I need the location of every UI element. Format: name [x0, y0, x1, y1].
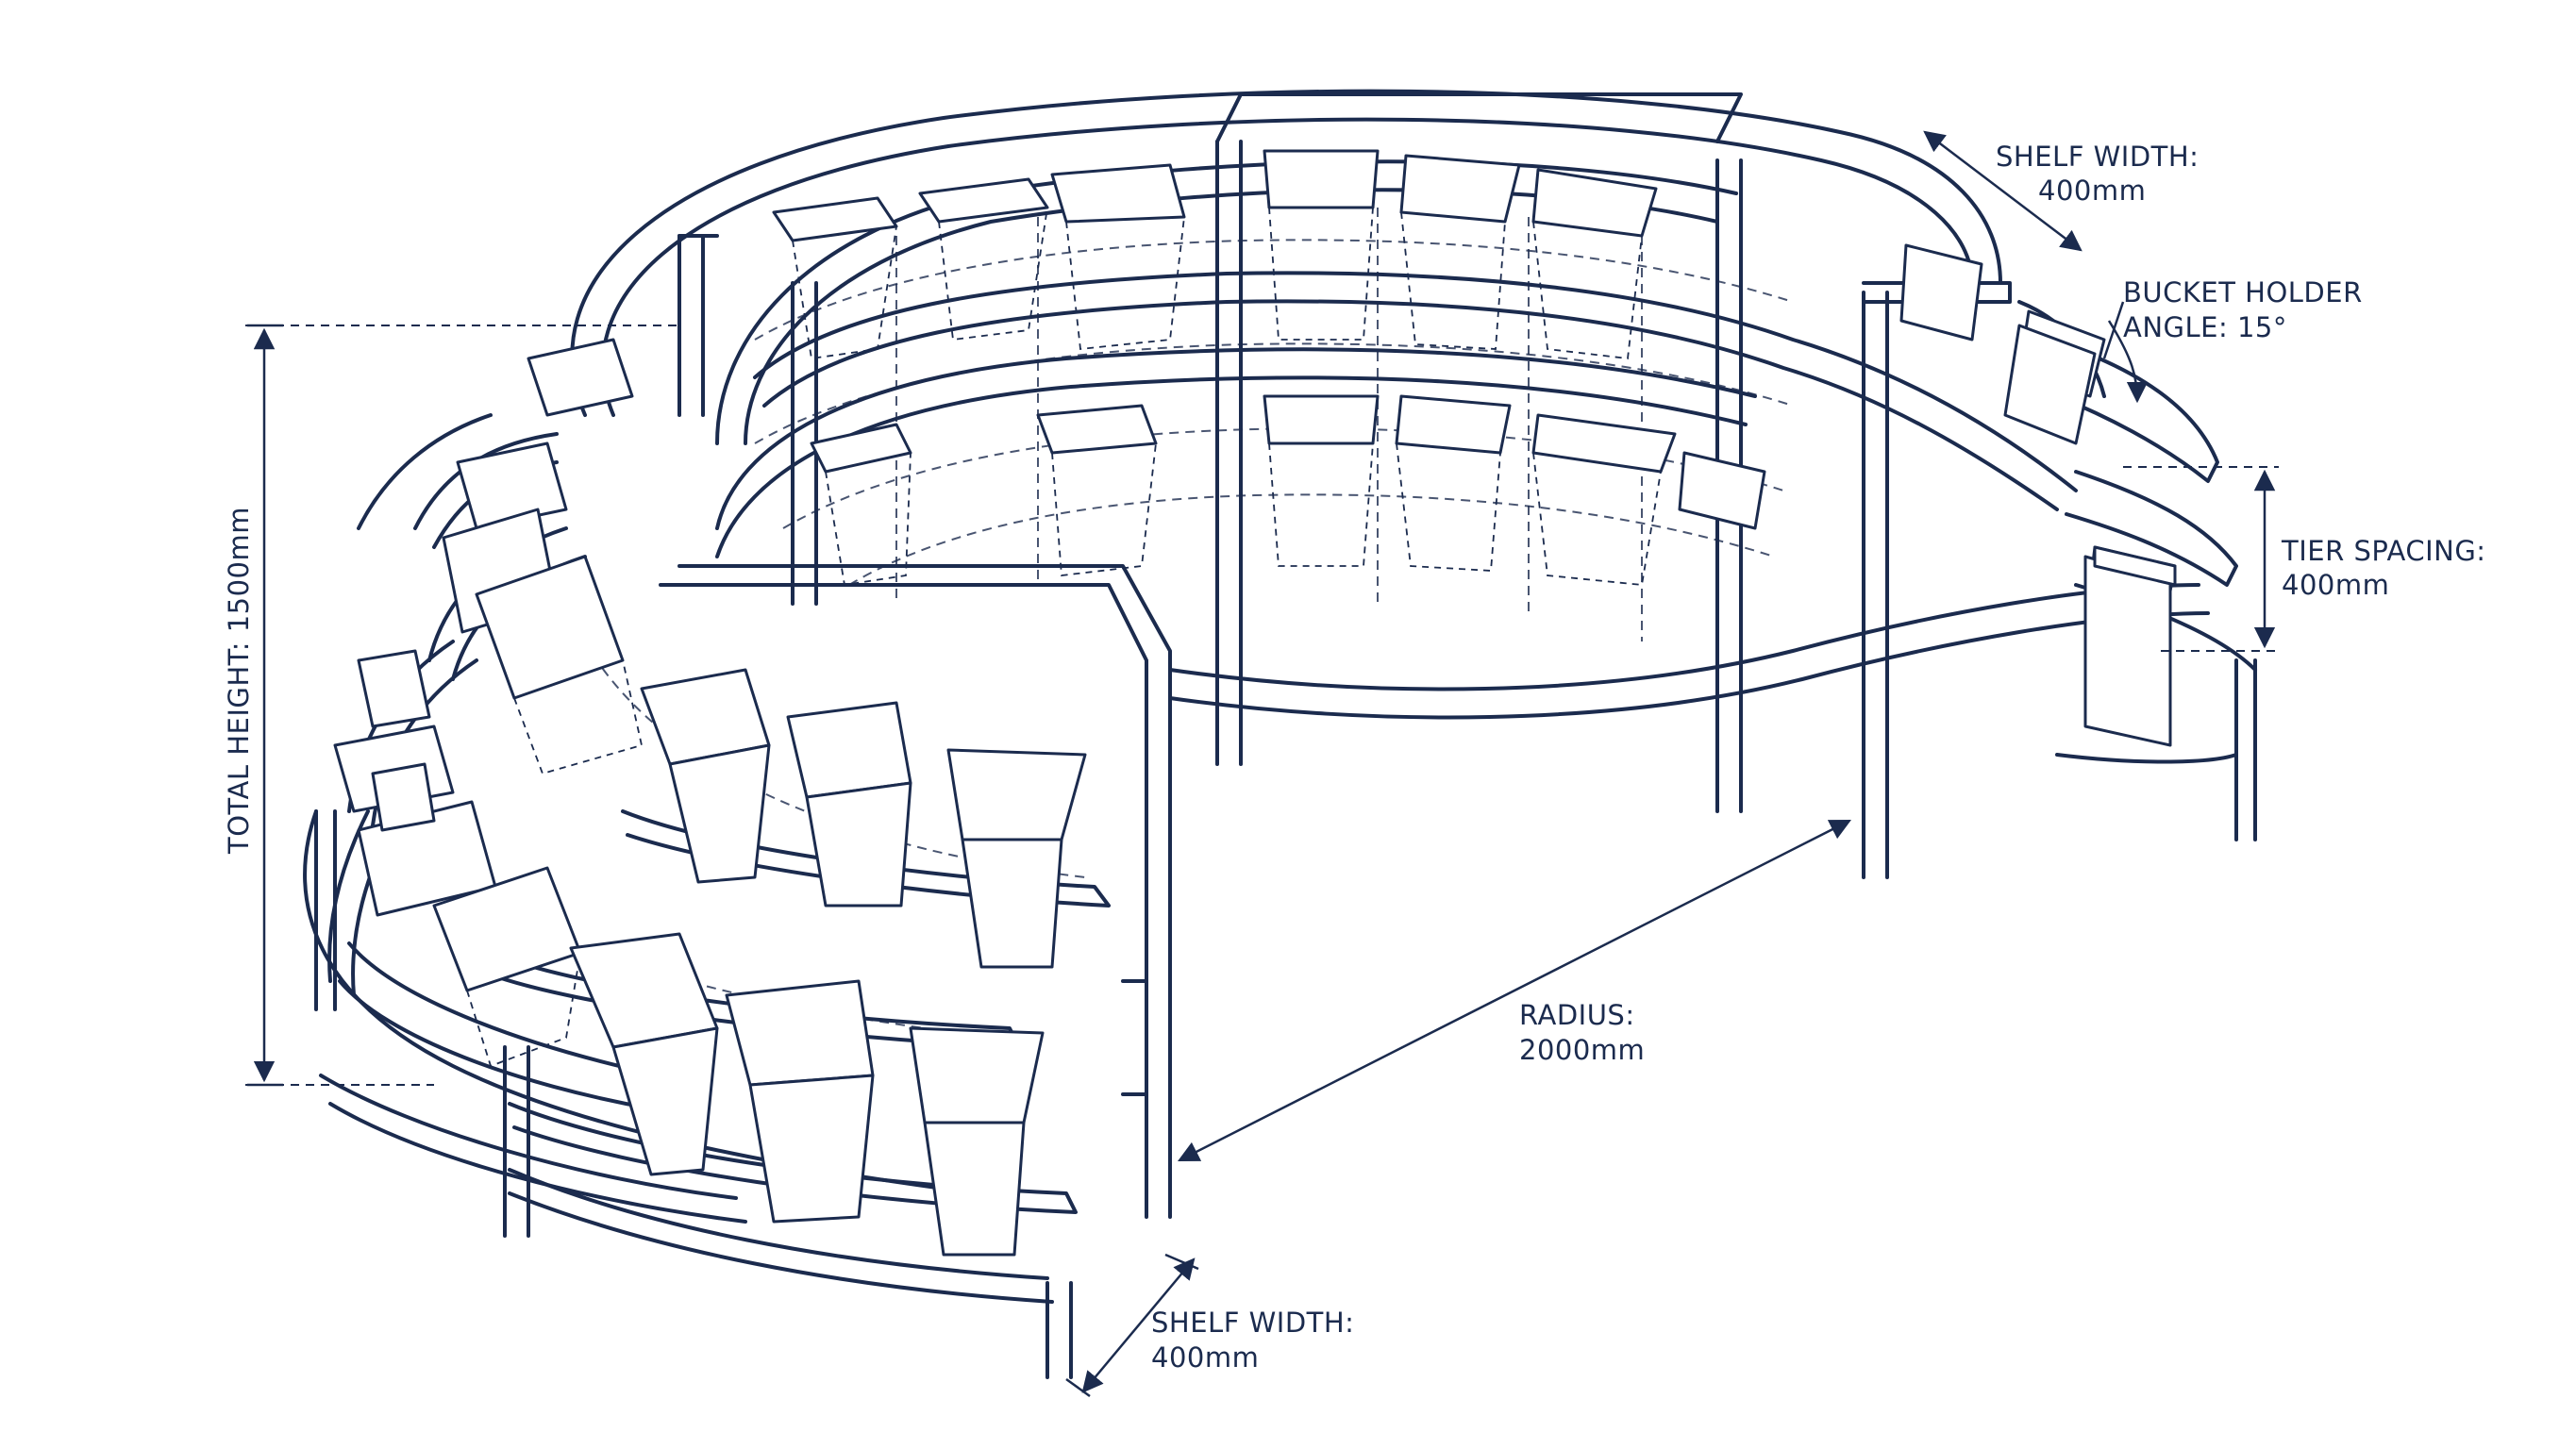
- bucket: [923, 1121, 1026, 1257]
- radius-dimension: [1177, 819, 1852, 1162]
- shelf-width-bottom-dimension: [1081, 1257, 1196, 1393]
- shelf-width-top-value: 400mm: [2038, 175, 2146, 207]
- bucket: [772, 196, 898, 242]
- dimension-lines: [245, 130, 2279, 1398]
- radius-label: RADIUS:: [1519, 999, 1635, 1031]
- radius-value: 2000mm: [1519, 1034, 1645, 1066]
- bucket: [1399, 154, 1521, 224]
- bucket: [1263, 149, 1380, 209]
- bucket: [527, 338, 634, 417]
- bucket: [1395, 394, 1512, 455]
- bucket: [961, 838, 1063, 969]
- shelf-width-bottom-label: SHELF WIDTH:: [1151, 1307, 1354, 1339]
- bucket: [456, 441, 568, 530]
- shelf-width-bottom-value: 400mm: [1151, 1341, 1259, 1374]
- shelf-width-top-label: SHELF WIDTH:: [1996, 141, 2199, 173]
- bucket: [611, 1026, 719, 1176]
- bucket: [1036, 404, 1158, 455]
- bucket: [1899, 243, 1983, 341]
- bucket: [1678, 451, 1766, 530]
- bucket: [668, 743, 771, 884]
- tier-spacing-value: 400mm: [2282, 569, 2389, 601]
- bucket: [357, 649, 431, 728]
- bucket-angle-label: BUCKET HOLDER: [2123, 276, 2363, 308]
- bucket: [786, 701, 912, 799]
- shelf-width-top-dimension: [1923, 130, 2083, 252]
- bucket: [1263, 394, 1380, 445]
- bucket-angle-arc: [2107, 320, 2149, 404]
- rack-structure: [303, 89, 2257, 1379]
- bucket: [1531, 168, 1658, 238]
- bucket: [1531, 413, 1677, 474]
- tier-spacing-label: TIER SPACING:: [2281, 535, 2486, 567]
- bucket: [748, 1074, 875, 1224]
- bucket: [946, 748, 1087, 841]
- bucket: [1050, 163, 1186, 224]
- bucket: [805, 781, 912, 908]
- bucket: [569, 932, 719, 1049]
- buckets: [333, 149, 2177, 1257]
- bucket: [725, 979, 875, 1087]
- bucket: [2083, 555, 2172, 747]
- bucket-angle-value: ANGLE: 15°: [2123, 311, 2287, 343]
- bucket: [909, 1026, 1045, 1124]
- bucket: [2003, 324, 2097, 445]
- bucket: [371, 762, 436, 832]
- annotation-labels: SHELF WIDTH: 400mm BUCKET HOLDER ANGLE: …: [223, 141, 2486, 1374]
- bucket: [2093, 545, 2177, 587]
- total-height-label: TOTAL HEIGHT: 1500mm: [223, 507, 255, 855]
